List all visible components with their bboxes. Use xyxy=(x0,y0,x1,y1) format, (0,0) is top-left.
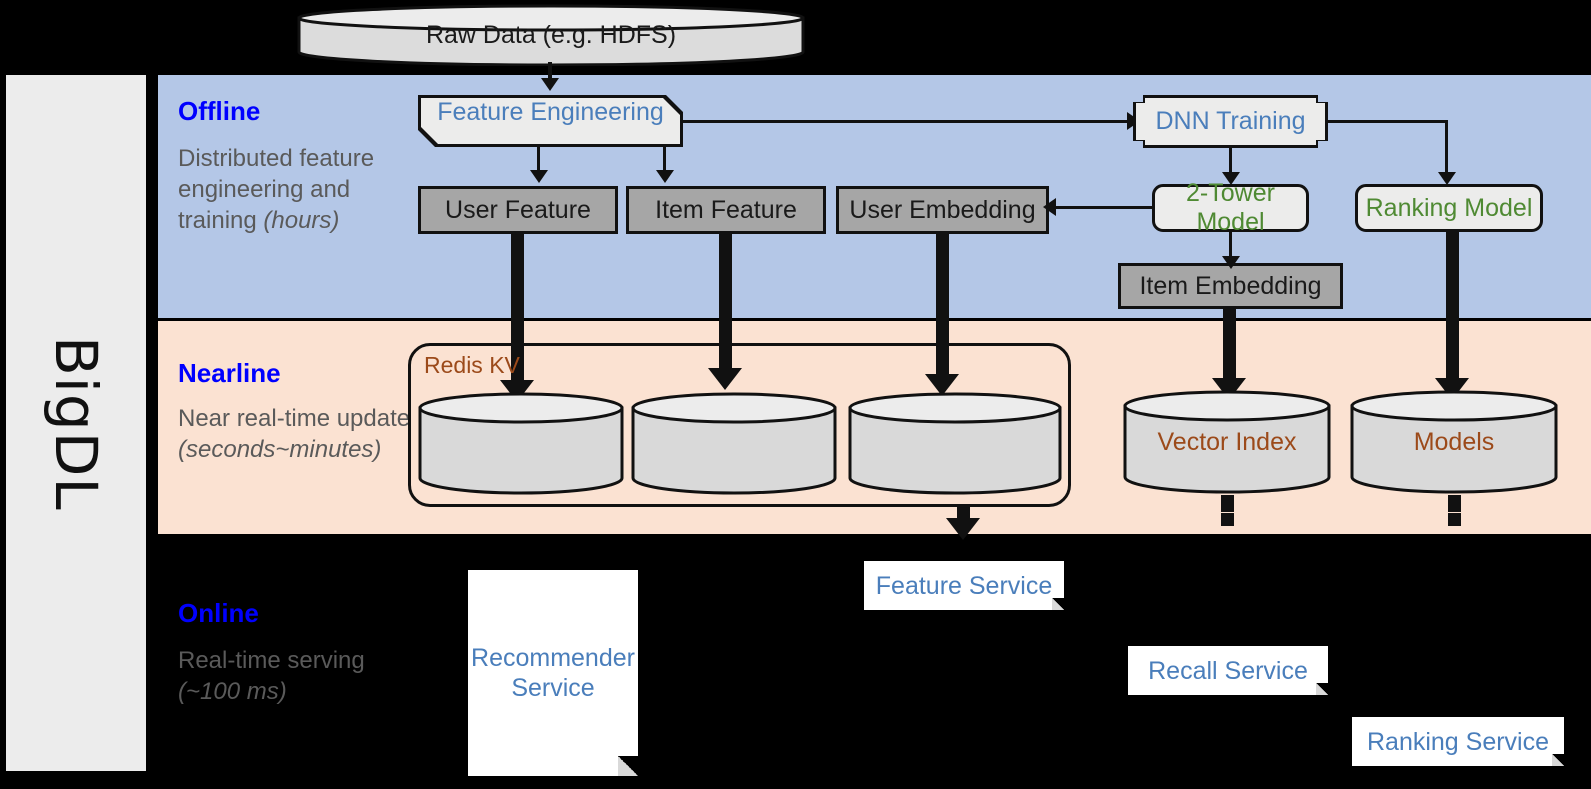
user-embedding-label: User Embedding xyxy=(849,195,1036,224)
connector-dnn-ranking-v xyxy=(1445,120,1448,176)
redis-cylinder-2 xyxy=(630,391,838,495)
redis-kv-label: Redis KV xyxy=(424,352,520,378)
connector-fe-itemfeature xyxy=(663,147,666,172)
arrowhead-dnn-twotower xyxy=(1222,172,1240,185)
pipe-itemfeature-redis xyxy=(719,234,732,374)
item-feature-label: Item Feature xyxy=(655,195,797,224)
feature-engineering-label: Feature Engineering xyxy=(437,98,664,126)
arrowhead-fe-userfeature xyxy=(530,170,548,183)
online-title: Online xyxy=(178,598,259,628)
connector-dnn-twotower xyxy=(1229,148,1232,176)
stub-vectorindex-1 xyxy=(1221,495,1234,512)
bigdl-text: BigDL xyxy=(42,335,110,511)
connector-fe-dnn xyxy=(683,120,1130,123)
two-tower-model-box[interactable]: 2-Tower Model xyxy=(1152,179,1309,236)
redis-cylinder-3 xyxy=(847,391,1063,495)
item-feature-box[interactable]: Item Feature xyxy=(626,186,826,234)
ranking-service-label: Ranking Service xyxy=(1366,727,1550,756)
bigdl-panel: BigDL xyxy=(6,75,146,771)
recall-service-doc[interactable]: Recall Service xyxy=(1128,646,1328,695)
vector-index-cylinder[interactable]: Vector Index xyxy=(1122,389,1332,495)
arrowhead-redis-featureservice xyxy=(946,518,980,540)
bigdl-label: BigDL xyxy=(6,75,146,771)
stub-redis-featureservice xyxy=(957,507,970,520)
dnn-training-box[interactable]: DNN Training xyxy=(1133,95,1328,148)
arrowhead-fe-itemfeature xyxy=(656,170,674,183)
page-fold-icon xyxy=(1552,754,1564,766)
two-tower-model-label: 2-Tower Model xyxy=(1186,179,1275,236)
ranking-service-doc[interactable]: Ranking Service xyxy=(1352,717,1564,766)
nearline-title: Nearline xyxy=(178,358,281,388)
connector-twotower-itemembedding xyxy=(1229,232,1232,260)
dnn-training-label: DNN Training xyxy=(1155,107,1306,135)
arrowhead-userembedding-redis xyxy=(925,374,959,396)
connector-twotower-userembedding xyxy=(1055,206,1153,209)
arrowhead-twotower-itemembedding xyxy=(1222,256,1240,269)
offline-desc: Distributed feature engineering and trai… xyxy=(178,145,375,234)
feature-engineering-box[interactable]: Feature Engineering xyxy=(418,95,683,147)
pipe-userfeature-redis xyxy=(511,234,524,386)
stub-vectorindex-2 xyxy=(1221,513,1234,526)
ranking-model-box[interactable]: Ranking Model xyxy=(1355,184,1543,232)
dnn-training-label-wrap: DNN Training xyxy=(1136,98,1325,145)
ranking-model-label: Ranking Model xyxy=(1365,193,1533,222)
arrowhead-twotower-userembedding xyxy=(1043,198,1056,216)
arrowhead-itemfeature-redis xyxy=(708,368,742,390)
stub-models-1 xyxy=(1448,495,1461,512)
connector-rawdata-fe xyxy=(548,62,552,82)
page-fold-icon xyxy=(1316,683,1328,695)
redis-cylinder-1 xyxy=(417,391,625,495)
pipe-rankingmodel-models xyxy=(1446,232,1459,384)
raw-data-cylinder: Raw Data (e.g. HDFS) xyxy=(296,4,806,66)
recall-service-label: Recall Service xyxy=(1148,656,1308,685)
item-embedding-label: Item Embedding xyxy=(1139,271,1322,300)
user-feature-box[interactable]: User Feature xyxy=(418,186,618,234)
item-embedding-box[interactable]: Item Embedding xyxy=(1118,263,1343,309)
models-label: Models xyxy=(1413,427,1495,456)
online-desc: Real-time serving (~100 ms) xyxy=(178,647,365,705)
feature-engineering-label-wrap: Feature Engineering xyxy=(421,98,680,144)
feature-service-doc[interactable]: Feature Service xyxy=(864,561,1064,610)
pipe-itemembedding-vectorindex xyxy=(1223,309,1236,384)
page-fold-icon xyxy=(1052,598,1064,610)
recommender-service-doc[interactable]: Recommender Service xyxy=(468,570,638,776)
models-cylinder[interactable]: Models xyxy=(1349,389,1559,495)
user-embedding-box[interactable]: User Embedding xyxy=(836,186,1049,234)
arrowhead-rawdata-fe xyxy=(541,78,559,91)
feature-service-label: Feature Service xyxy=(875,571,1053,600)
connector-dnn-ranking-h xyxy=(1328,120,1448,123)
offline-title: Offline xyxy=(178,96,261,126)
raw-data-label: Raw Data (e.g. HDFS) xyxy=(425,20,677,49)
vector-index-label: Vector Index xyxy=(1157,427,1297,456)
recommender-service-label: Recommender Service xyxy=(471,644,635,702)
connector-fe-userfeature xyxy=(537,147,540,172)
redis-kv-group xyxy=(408,343,1071,507)
page-fold-icon xyxy=(618,756,638,776)
stub-models-2 xyxy=(1448,513,1461,526)
nearline-desc: Near real-time update (seconds~minutes) xyxy=(178,405,411,463)
arrowhead-dnn-ranking xyxy=(1438,172,1456,185)
user-feature-label: User Feature xyxy=(445,195,591,224)
